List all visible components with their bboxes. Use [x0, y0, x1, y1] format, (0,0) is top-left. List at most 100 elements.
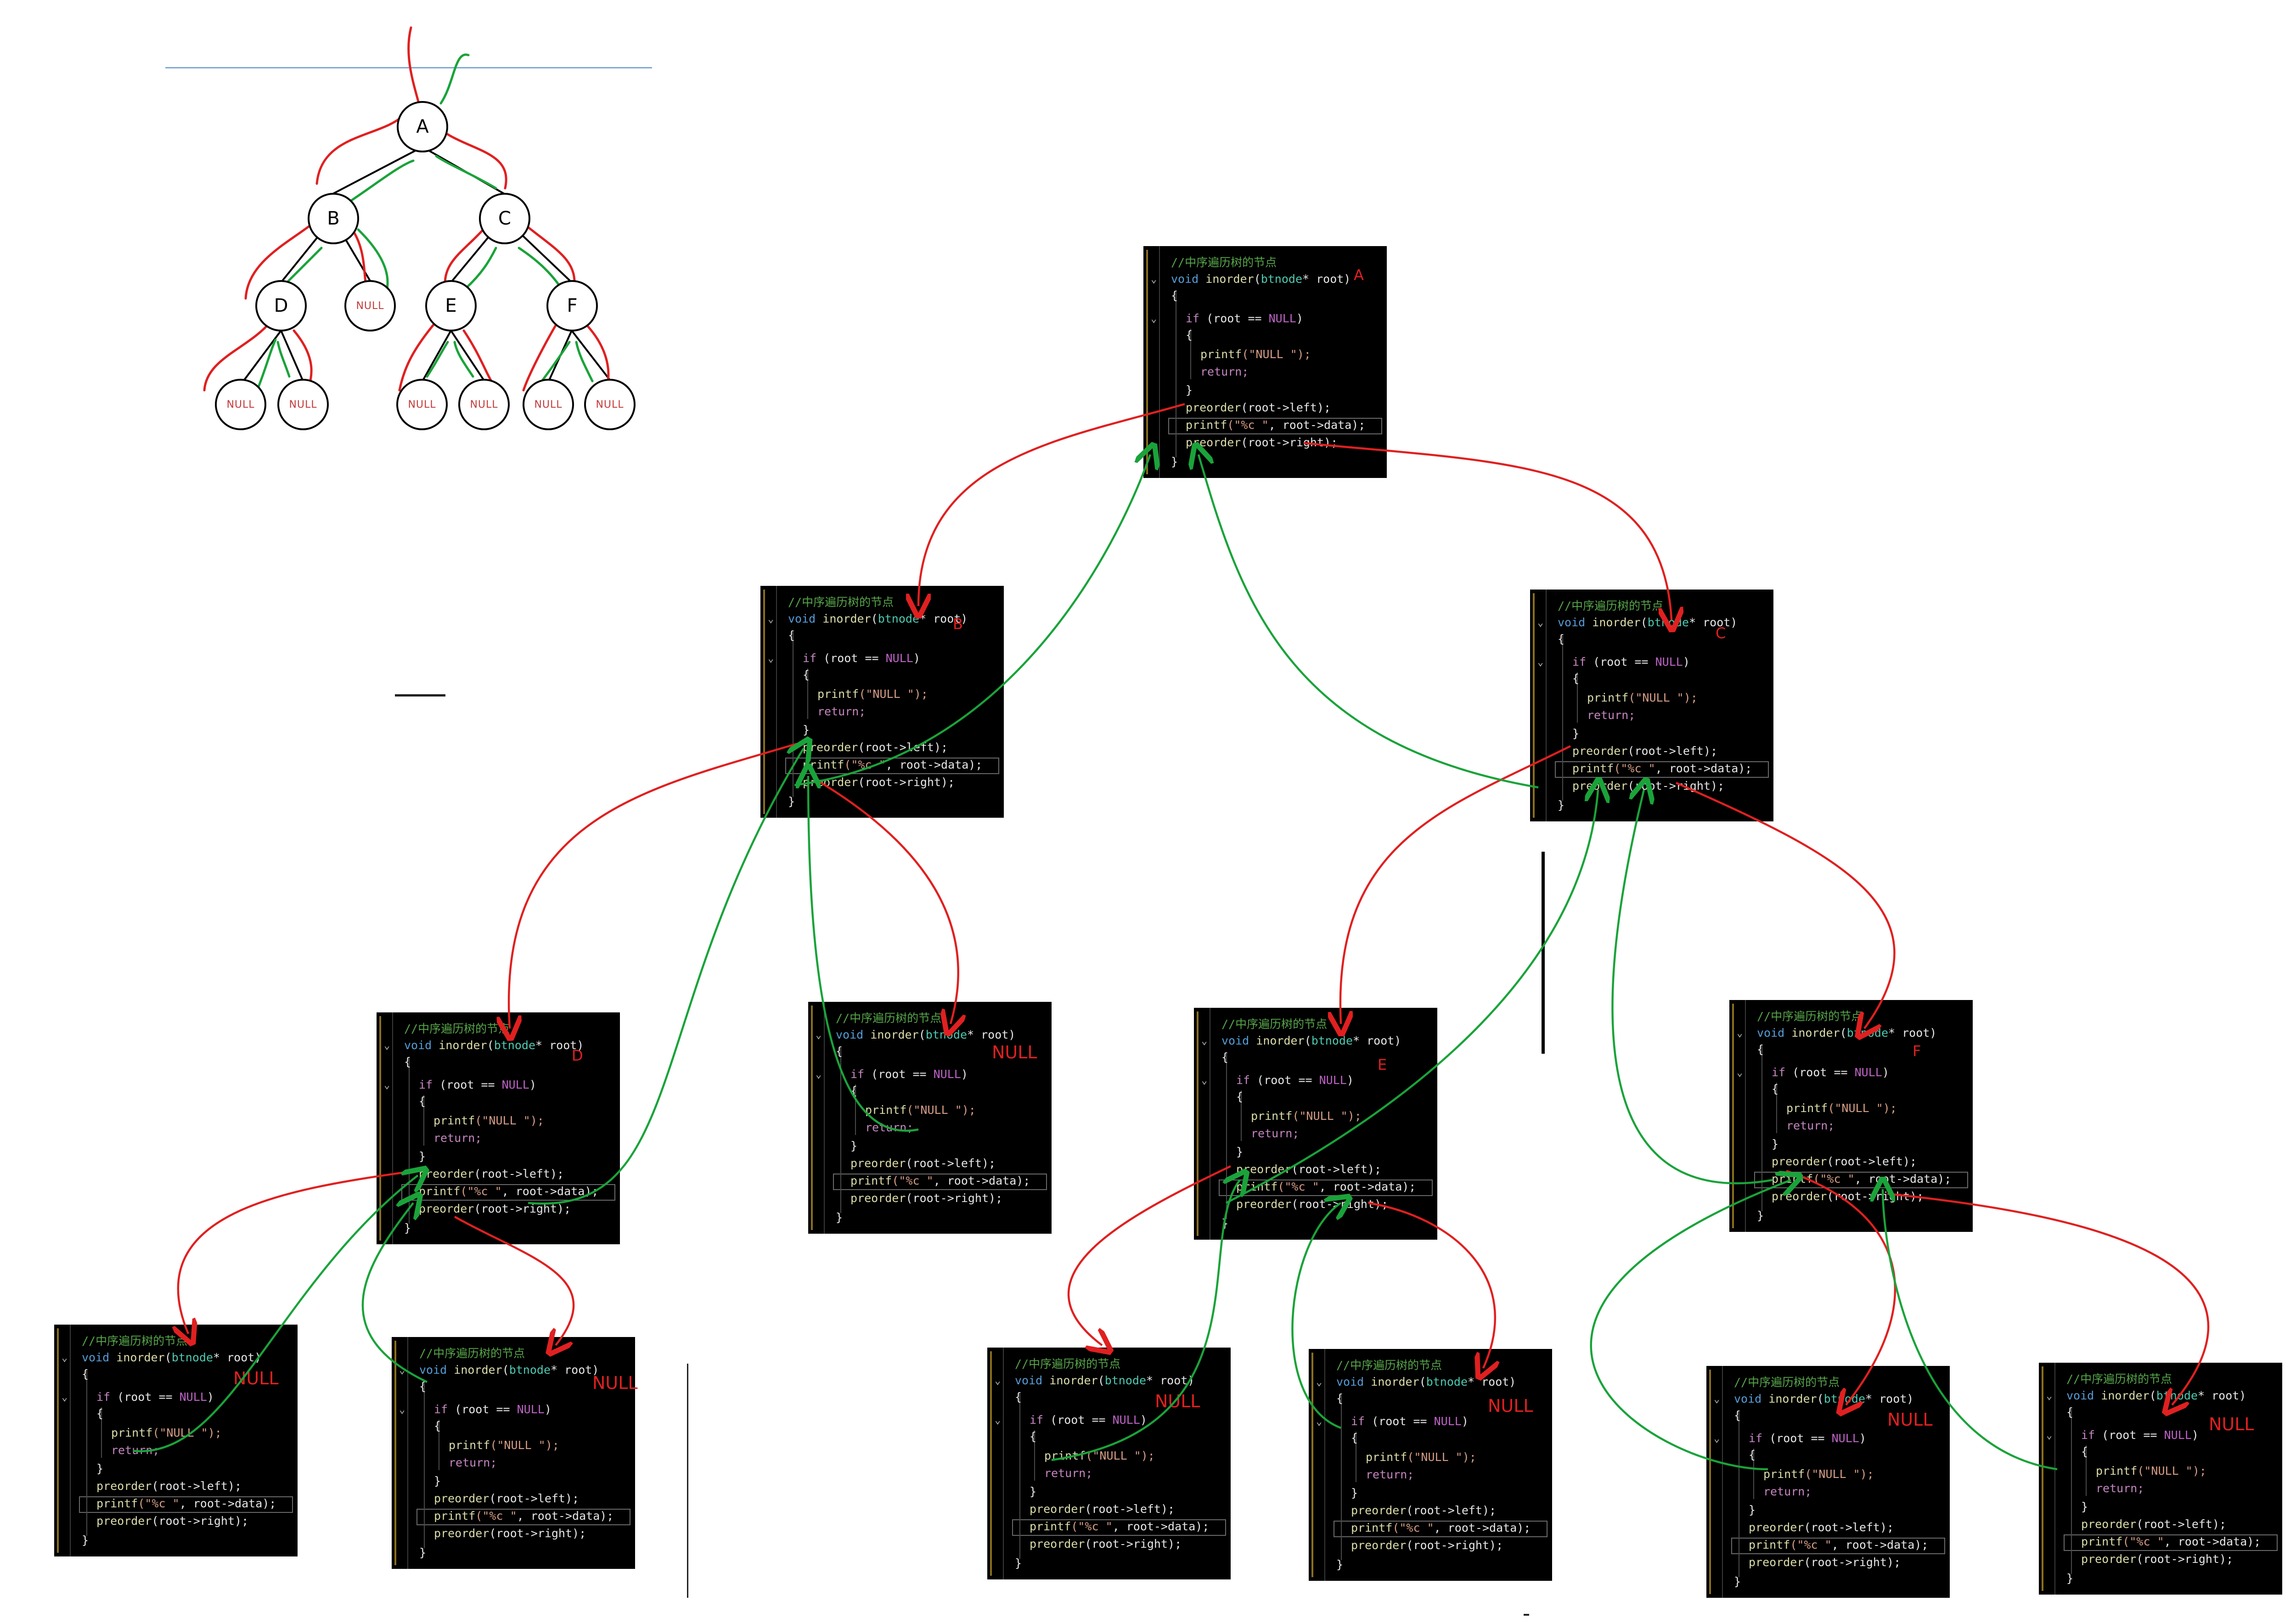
code-token: NULL: [1434, 1415, 1462, 1428]
code-line: }: [1558, 797, 1564, 814]
code-token: {: [1572, 672, 1580, 685]
code-token: preorder: [1351, 1504, 1407, 1517]
code-line: //中序遍历树的节点: [1171, 254, 1277, 271]
code-token: inorder: [1592, 616, 1641, 629]
code-token: inorder: [454, 1363, 502, 1376]
code-token: (: [871, 612, 878, 625]
fold-chevron-icon[interactable]: ⌄: [1201, 1035, 1208, 1047]
change-bar: [57, 1328, 59, 1553]
code-token: return;: [817, 705, 866, 718]
fold-chevron-icon[interactable]: ⌄: [816, 1069, 822, 1080]
code-token: ): [207, 1390, 214, 1404]
code-token: (: [487, 1039, 494, 1052]
code-token: }: [419, 1150, 426, 1163]
fold-chevron-icon[interactable]: ⌄: [62, 1392, 68, 1403]
fold-chevron-icon[interactable]: ⌄: [384, 1040, 390, 1051]
code-token: NULL: [933, 1067, 961, 1081]
code-line: if (root == NULL): [96, 1389, 214, 1405]
code-token: btnode: [1426, 1375, 1468, 1388]
code-token: ("NULL ");: [1828, 1101, 1897, 1115]
code-line: preorder(root->left);: [1186, 399, 1331, 416]
fold-chevron-icon[interactable]: ⌄: [1737, 1028, 1743, 1039]
code-token: {: [2081, 1445, 2088, 1458]
code-token: void: [2066, 1389, 2101, 1402]
code-line: {: [96, 1405, 103, 1422]
code-token: ("%c ": [1071, 1520, 1113, 1533]
fold-chevron-icon[interactable]: ⌄: [384, 1079, 390, 1091]
fold-chevron-icon[interactable]: ⌄: [768, 653, 774, 664]
code-line: {: [1757, 1041, 1764, 1058]
code-token: //中序遍历树的节点: [2066, 1372, 2172, 1386]
code-line: preorder(root->left);: [96, 1478, 242, 1494]
fold-chevron-icon[interactable]: ⌄: [1316, 1376, 1322, 1388]
fold-chevron-icon[interactable]: ⌄: [2046, 1430, 2053, 1441]
fold-chevron-icon[interactable]: ⌄: [995, 1415, 1001, 1426]
code-token: ("%c ": [475, 1509, 517, 1522]
code-token: printf: [1251, 1109, 1293, 1123]
code-line: }: [1749, 1502, 1756, 1518]
code-token: (: [1640, 616, 1648, 629]
code-line: if (root == NULL): [2081, 1427, 2199, 1444]
panel-label-f: F: [1913, 1042, 1921, 1060]
fold-chevron-icon[interactable]: ⌄: [62, 1352, 68, 1364]
code-token: inorder: [1256, 1034, 1305, 1047]
code-line: {: [419, 1378, 426, 1395]
fold-chevron-icon[interactable]: ⌄: [1537, 617, 1544, 629]
code-line: printf("%c ", root->data);: [2081, 1534, 2261, 1550]
code-line: //中序遍历树的节点: [1757, 1008, 1863, 1025]
code-token: (: [1840, 1026, 1847, 1039]
code-token: if: [1772, 1066, 1793, 1079]
fold-chevron-icon[interactable]: ⌄: [2046, 1390, 2053, 1402]
code-line: void inorder(btnode* root): [404, 1037, 584, 1054]
fold-chevron-icon[interactable]: ⌄: [1537, 657, 1544, 668]
fold-chevron-icon[interactable]: ⌄: [1737, 1067, 1743, 1079]
fold-chevron-icon[interactable]: ⌄: [1151, 274, 1157, 285]
editor-gutter: [1194, 1008, 1210, 1240]
indent-guide: [86, 1371, 87, 1536]
code-line: preorder(root->left);: [1772, 1153, 1917, 1170]
fold-chevron-icon[interactable]: ⌄: [768, 613, 774, 625]
code-line: return;: [817, 703, 866, 720]
code-token: * root): [919, 612, 968, 625]
code-token: }: [836, 1211, 843, 1224]
code-token: printf: [1786, 1101, 1828, 1115]
code-token: NULL: [179, 1390, 207, 1404]
code-token: ("%c ": [892, 1174, 934, 1187]
indent-guide: [424, 1383, 425, 1548]
panel-label-d-right-null: NULL: [592, 1373, 638, 1393]
code-token: void: [82, 1351, 117, 1364]
fold-chevron-icon[interactable]: ⌄: [995, 1375, 1001, 1387]
fold-chevron-icon[interactable]: ⌄: [1714, 1393, 1720, 1405]
code-token: //中序遍历树的节点: [836, 1011, 942, 1025]
code-token: * root): [535, 1039, 584, 1052]
code-token: //中序遍历树的节点: [1015, 1357, 1121, 1371]
code-token: if: [1572, 655, 1593, 669]
code-line: if (root == NULL): [1572, 654, 1690, 670]
code-token: {: [836, 1045, 843, 1058]
code-token: ("NULL ");: [1242, 348, 1311, 361]
divider-vertical-thin: [687, 1364, 688, 1598]
code-token: * root): [2198, 1389, 2246, 1402]
fold-chevron-icon[interactable]: ⌄: [399, 1404, 405, 1416]
indent-guide: [1761, 1046, 1762, 1211]
code-line: }: [788, 793, 795, 810]
fold-chevron-icon[interactable]: ⌄: [1201, 1075, 1208, 1086]
fold-chevron-icon[interactable]: ⌄: [1316, 1416, 1322, 1427]
code-token: NULL: [2164, 1428, 2192, 1442]
code-line: //中序遍历树的节点: [2066, 1371, 2172, 1388]
code-token: }: [434, 1474, 441, 1488]
code-token: (root ==: [1372, 1415, 1434, 1428]
fold-chevron-icon[interactable]: ⌄: [1151, 313, 1157, 325]
code-line: printf("NULL ");: [1763, 1466, 1874, 1483]
code-token: (root->right);: [2136, 1552, 2234, 1566]
code-token: void: [1015, 1374, 1050, 1387]
code-token: ("NULL ");: [1628, 691, 1698, 704]
code-token: (root->left);: [474, 1167, 564, 1180]
fold-chevron-icon[interactable]: ⌄: [1714, 1433, 1720, 1444]
fold-chevron-icon[interactable]: ⌄: [816, 1029, 822, 1041]
code-token: //中序遍历树的节点: [1336, 1359, 1442, 1372]
